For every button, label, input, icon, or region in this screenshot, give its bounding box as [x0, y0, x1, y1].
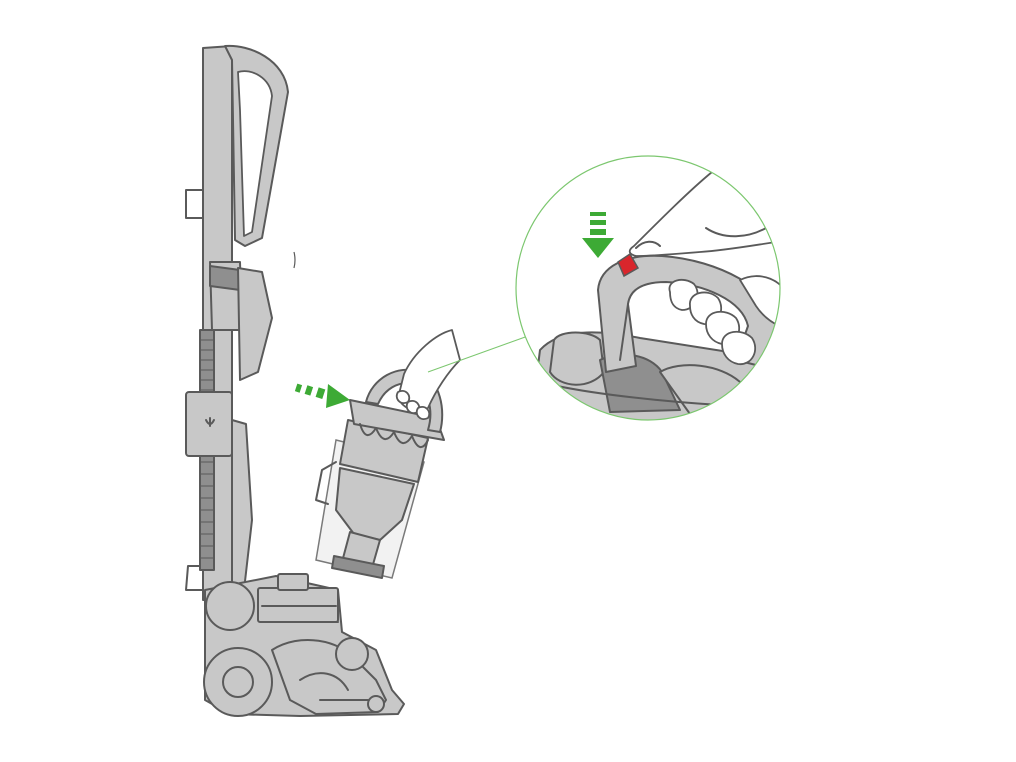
lower-cord-hook: [185, 565, 204, 591]
bin-side-latch: [315, 461, 337, 505]
shroud-lobes: [359, 423, 429, 448]
thumb-nail: [635, 240, 661, 249]
handle-grip-opening: [237, 70, 273, 237]
hand-crease: [705, 227, 767, 238]
base-seam: [261, 605, 339, 623]
base-tab: [277, 573, 309, 591]
finger-1: [395, 390, 411, 404]
upright-vacuum: [185, 44, 405, 717]
dashed-arrow-right-icon: [294, 383, 350, 408]
tool-brush: [209, 265, 241, 291]
callout-connector-line: [427, 335, 529, 373]
zoom-handle-inner-edge: [619, 303, 629, 361]
hose-lower: [199, 439, 215, 571]
stray-mark: [293, 251, 296, 269]
callout-circle-border: [515, 155, 781, 421]
zoom-finger-4: [721, 330, 757, 365]
zoom-callout: [515, 155, 781, 421]
finger-3: [415, 406, 431, 420]
release-button: [617, 252, 640, 278]
lower-wand: [231, 419, 253, 601]
side-bracket: [237, 267, 273, 381]
bin-base: [331, 555, 385, 579]
front-roller: [367, 695, 385, 713]
dust-bin-assembly: [315, 329, 461, 579]
head-detail: [299, 672, 369, 701]
zoom-shroud-left: [549, 331, 605, 386]
ball-housing: [205, 581, 255, 631]
bin-top: [349, 399, 445, 441]
dashed-arrow-down-icon: [582, 212, 614, 258]
upper-cord-hook: [185, 189, 204, 219]
side-wheel: [335, 637, 369, 671]
clip-logo: [205, 417, 215, 427]
main-wheel-hub: [222, 666, 254, 698]
